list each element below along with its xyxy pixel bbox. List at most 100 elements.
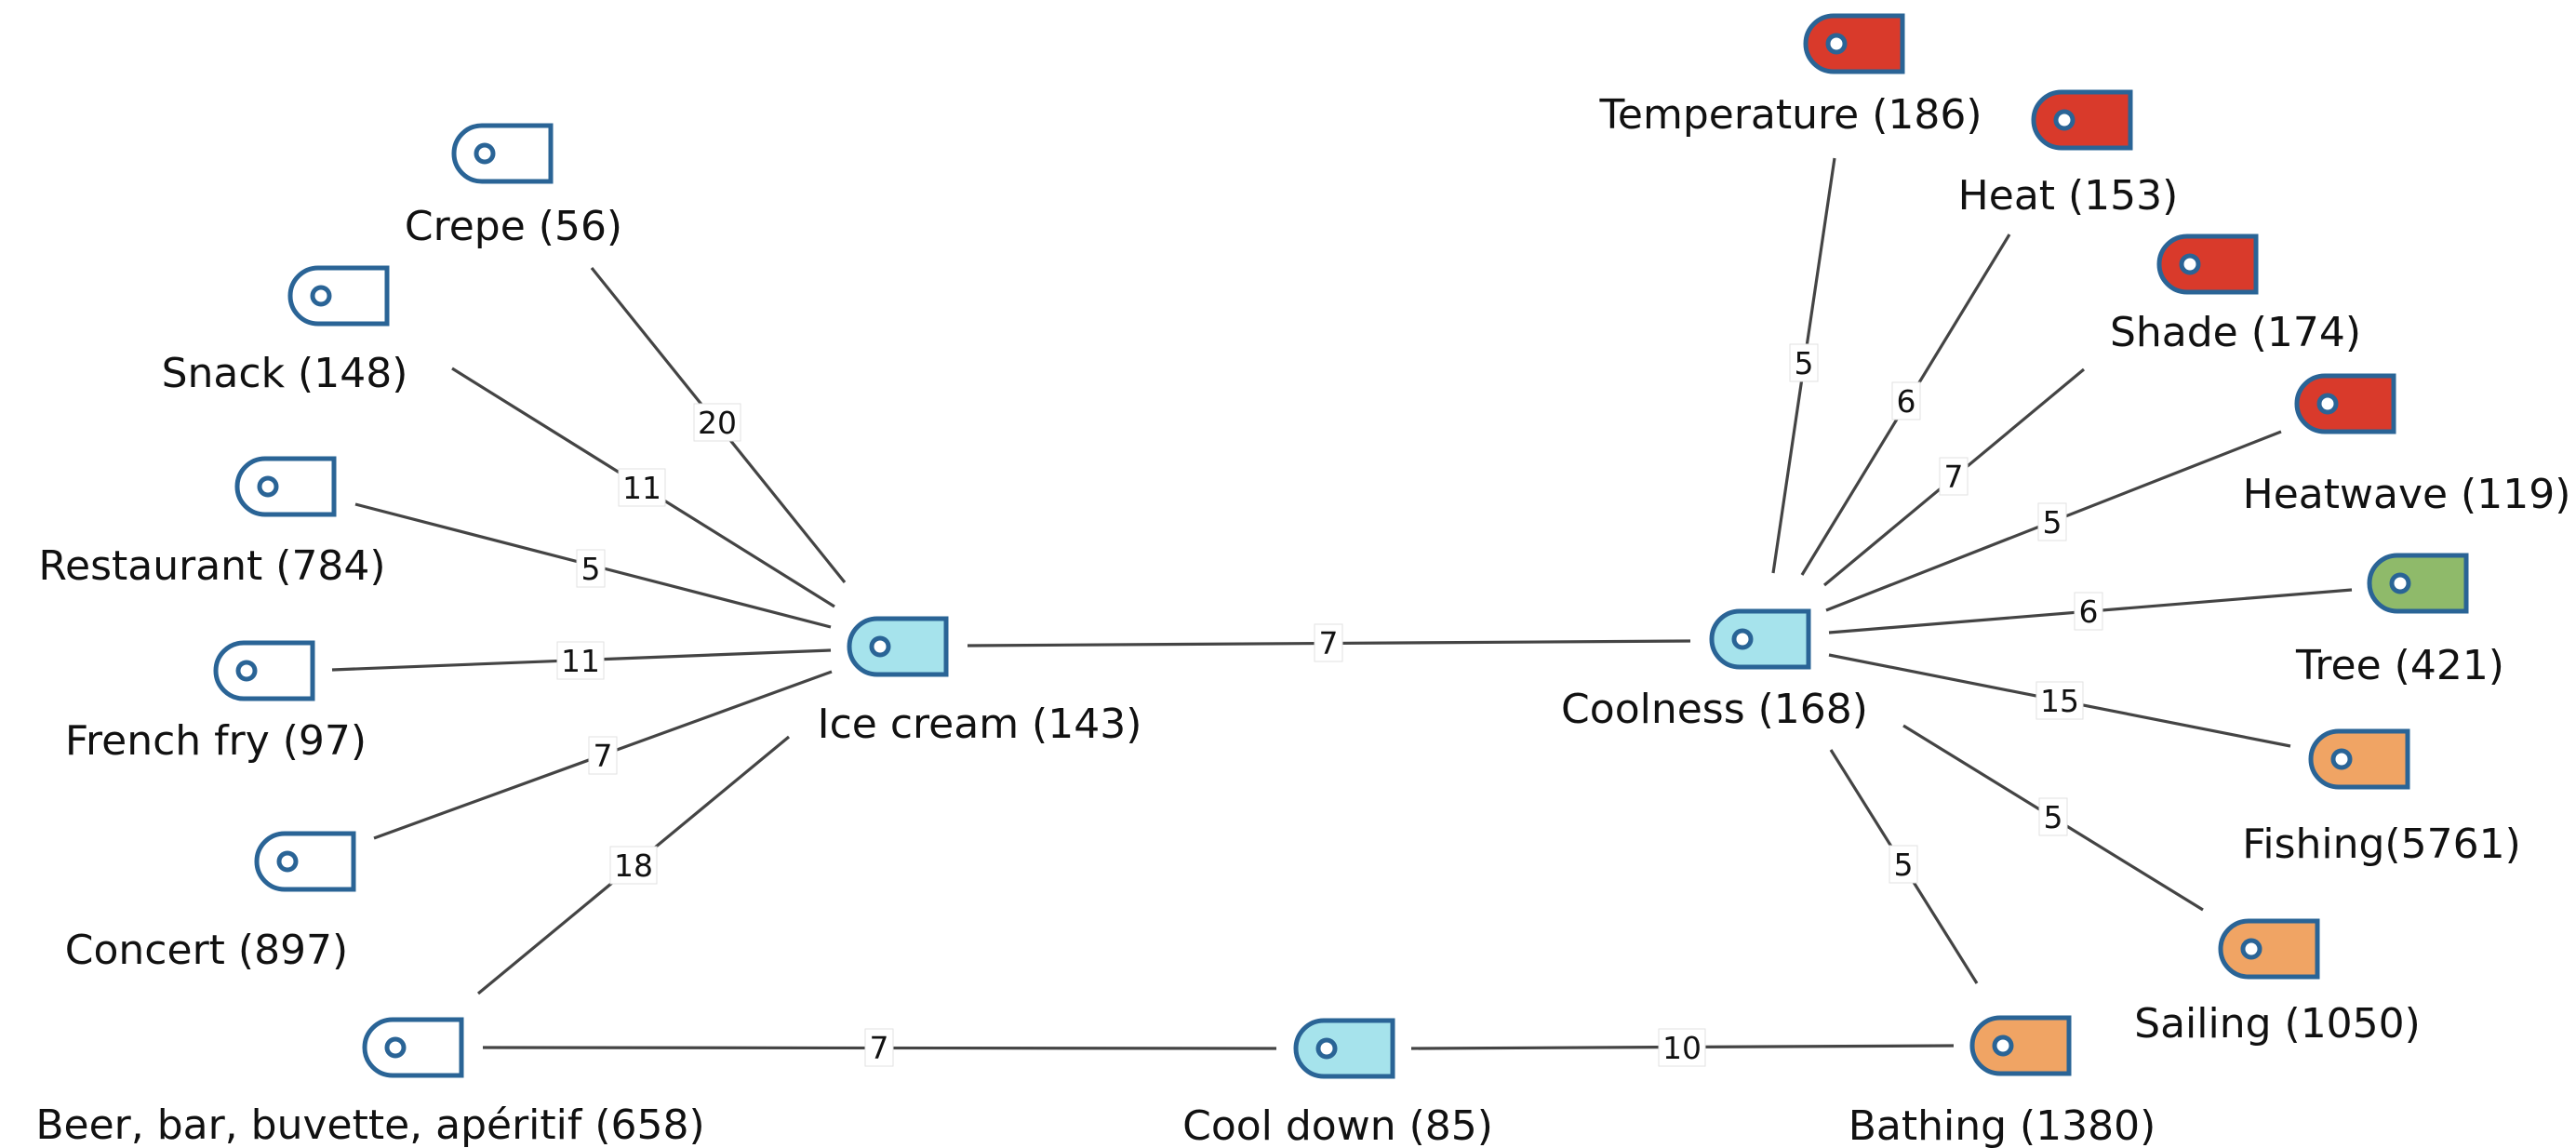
edge-weight-label: 5: [1889, 845, 1918, 884]
node-temperature[interactable]: Temperature (186): [1598, 13, 1982, 139]
node-label: Heatwave (119): [2243, 471, 2571, 518]
tag-hole-icon: [1731, 628, 1754, 650]
edge-weight-text: 5: [1795, 345, 1814, 381]
edge-weight-background: [1314, 623, 1343, 662]
node-french-fry[interactable]: French fry (97): [65, 640, 367, 765]
tag-hole-icon: [310, 285, 332, 307]
edge-weight-label: 7: [1314, 623, 1343, 662]
tag-icon: [362, 1017, 464, 1078]
edge-weight-background: [1789, 343, 1819, 382]
node-coolness[interactable]: Coolness (168): [1561, 608, 1868, 733]
edge-weight-label: 5: [576, 549, 606, 588]
node-beer[interactable]: Beer, bar, buvette, apéritif (658): [35, 1017, 705, 1148]
node-label: Snack (148): [162, 350, 408, 397]
edge-weight-background: [1658, 1028, 1706, 1067]
edge-weight-background: [556, 641, 605, 680]
tag-hole-icon: [1825, 33, 1848, 55]
node-label: French fry (97): [65, 717, 367, 765]
edge-weight-text: 5: [2044, 799, 2063, 835]
tag-hole-icon: [384, 1036, 407, 1059]
node-label: Coolness (168): [1561, 686, 1868, 733]
node-fishing[interactable]: Fishing(5761): [2242, 728, 2521, 868]
edge-weight-background: [2035, 681, 2084, 720]
tag-hole-icon: [2330, 748, 2353, 770]
edge-weight-label: 10: [1658, 1028, 1706, 1067]
edge-weight-background: [2037, 502, 2067, 541]
edge-weight-label: 18: [609, 846, 658, 885]
edge-weight-text: 10: [1662, 1030, 1702, 1066]
node-label: Cool down (85): [1182, 1102, 1493, 1148]
edge-weight-label: 20: [693, 403, 741, 442]
edge-weight-text: 6: [1897, 383, 1916, 420]
tag-icon: [213, 640, 315, 701]
edge-weight-label: 7: [588, 736, 618, 775]
node-snack[interactable]: Snack (148): [162, 265, 408, 397]
edge-weight-text: 7: [1944, 459, 1964, 495]
node-label: Shade (174): [2110, 309, 2361, 356]
node-crepe[interactable]: Crepe (56): [405, 123, 622, 250]
edge-weight-text: 20: [698, 405, 737, 441]
node-label: Bathing (1380): [1849, 1102, 2156, 1148]
tag-hole-icon: [2389, 572, 2411, 594]
node-label: Tree (421): [2295, 642, 2504, 689]
edge-weight-background: [1939, 457, 1969, 496]
tag-icon: [2031, 89, 2133, 151]
edge-weight-label: 11: [556, 641, 605, 680]
edge-weight-text: 15: [2040, 683, 2079, 719]
tag-icon: [1969, 1015, 2072, 1076]
edge-weight-text: 18: [614, 848, 653, 884]
node-cool-down[interactable]: Cool down (85): [1182, 1018, 1493, 1148]
edge-weight-label: 5: [2037, 502, 2067, 541]
edge-weight-label: 11: [618, 468, 666, 507]
edge-weight-label: 6: [1891, 381, 1921, 420]
tag-hole-icon: [869, 635, 891, 658]
node-label: Ice cream (143): [818, 701, 1142, 748]
edge-weight-background: [609, 846, 658, 885]
tag-icon: [847, 616, 949, 677]
edge-weight-background: [618, 468, 666, 507]
tag-hole-icon: [2240, 938, 2262, 960]
edge-weight-text: 7: [870, 1030, 889, 1066]
tag-hole-icon: [474, 142, 496, 165]
tag-hole-icon: [276, 850, 299, 873]
tag-hole-icon: [257, 475, 279, 498]
edge-labels-layer: 20 11 5 11 7 18 7 7 10 5 6 7 5 6 15 5 5: [556, 343, 2103, 1067]
tag-hole-icon: [235, 660, 258, 682]
node-label: Concert (897): [65, 927, 348, 974]
tag-hole-icon: [1315, 1037, 1338, 1060]
node-heatwave[interactable]: Heatwave (119): [2243, 373, 2571, 518]
node-concert[interactable]: Concert (897): [65, 831, 356, 974]
edge-weight-background: [1889, 845, 1918, 884]
tag-icon: [2218, 918, 2320, 980]
tag-icon: [254, 831, 356, 892]
tag-icon: [2294, 373, 2396, 434]
tag-hole-icon: [1992, 1035, 2014, 1057]
tag-icon: [234, 456, 337, 517]
node-sailing[interactable]: Sailing (1050): [2134, 918, 2421, 1048]
node-label: Restaurant (784): [38, 542, 385, 590]
node-shade[interactable]: Shade (174): [2110, 234, 2361, 356]
node-label: Temperature (186): [1598, 91, 1982, 139]
edge-weight-text: 6: [2079, 594, 2099, 630]
node-bathing[interactable]: Bathing (1380): [1849, 1015, 2156, 1148]
edges-layer: [331, 157, 2353, 1050]
tag-icon: [1293, 1018, 1395, 1079]
node-label: Crepe (56): [405, 203, 622, 250]
node-ice-cream[interactable]: Ice cream (143): [818, 616, 1142, 748]
edge-weight-text: 5: [2043, 504, 2062, 541]
tag-icon: [451, 123, 554, 184]
tag-icon: [2156, 234, 2259, 295]
edge-weight-label: 7: [864, 1028, 894, 1067]
node-label: Beer, bar, buvette, apéritif (658): [35, 1101, 704, 1148]
edge-weight-background: [2074, 592, 2103, 631]
nodes-layer: Ice cream (143) Coolness (168) Cool down (…: [35, 13, 2571, 1148]
tag-hole-icon: [2053, 109, 2075, 131]
node-restaurant[interactable]: Restaurant (784): [38, 456, 386, 590]
tag-hole-icon: [2316, 393, 2339, 415]
edge-weight-text: 5: [1894, 847, 1914, 883]
edge-weight-label: 5: [1789, 343, 1819, 382]
edge-weight-background: [1891, 381, 1921, 420]
node-heat[interactable]: Heat (153): [1958, 89, 2179, 220]
node-tree[interactable]: Tree (421): [2295, 553, 2504, 689]
